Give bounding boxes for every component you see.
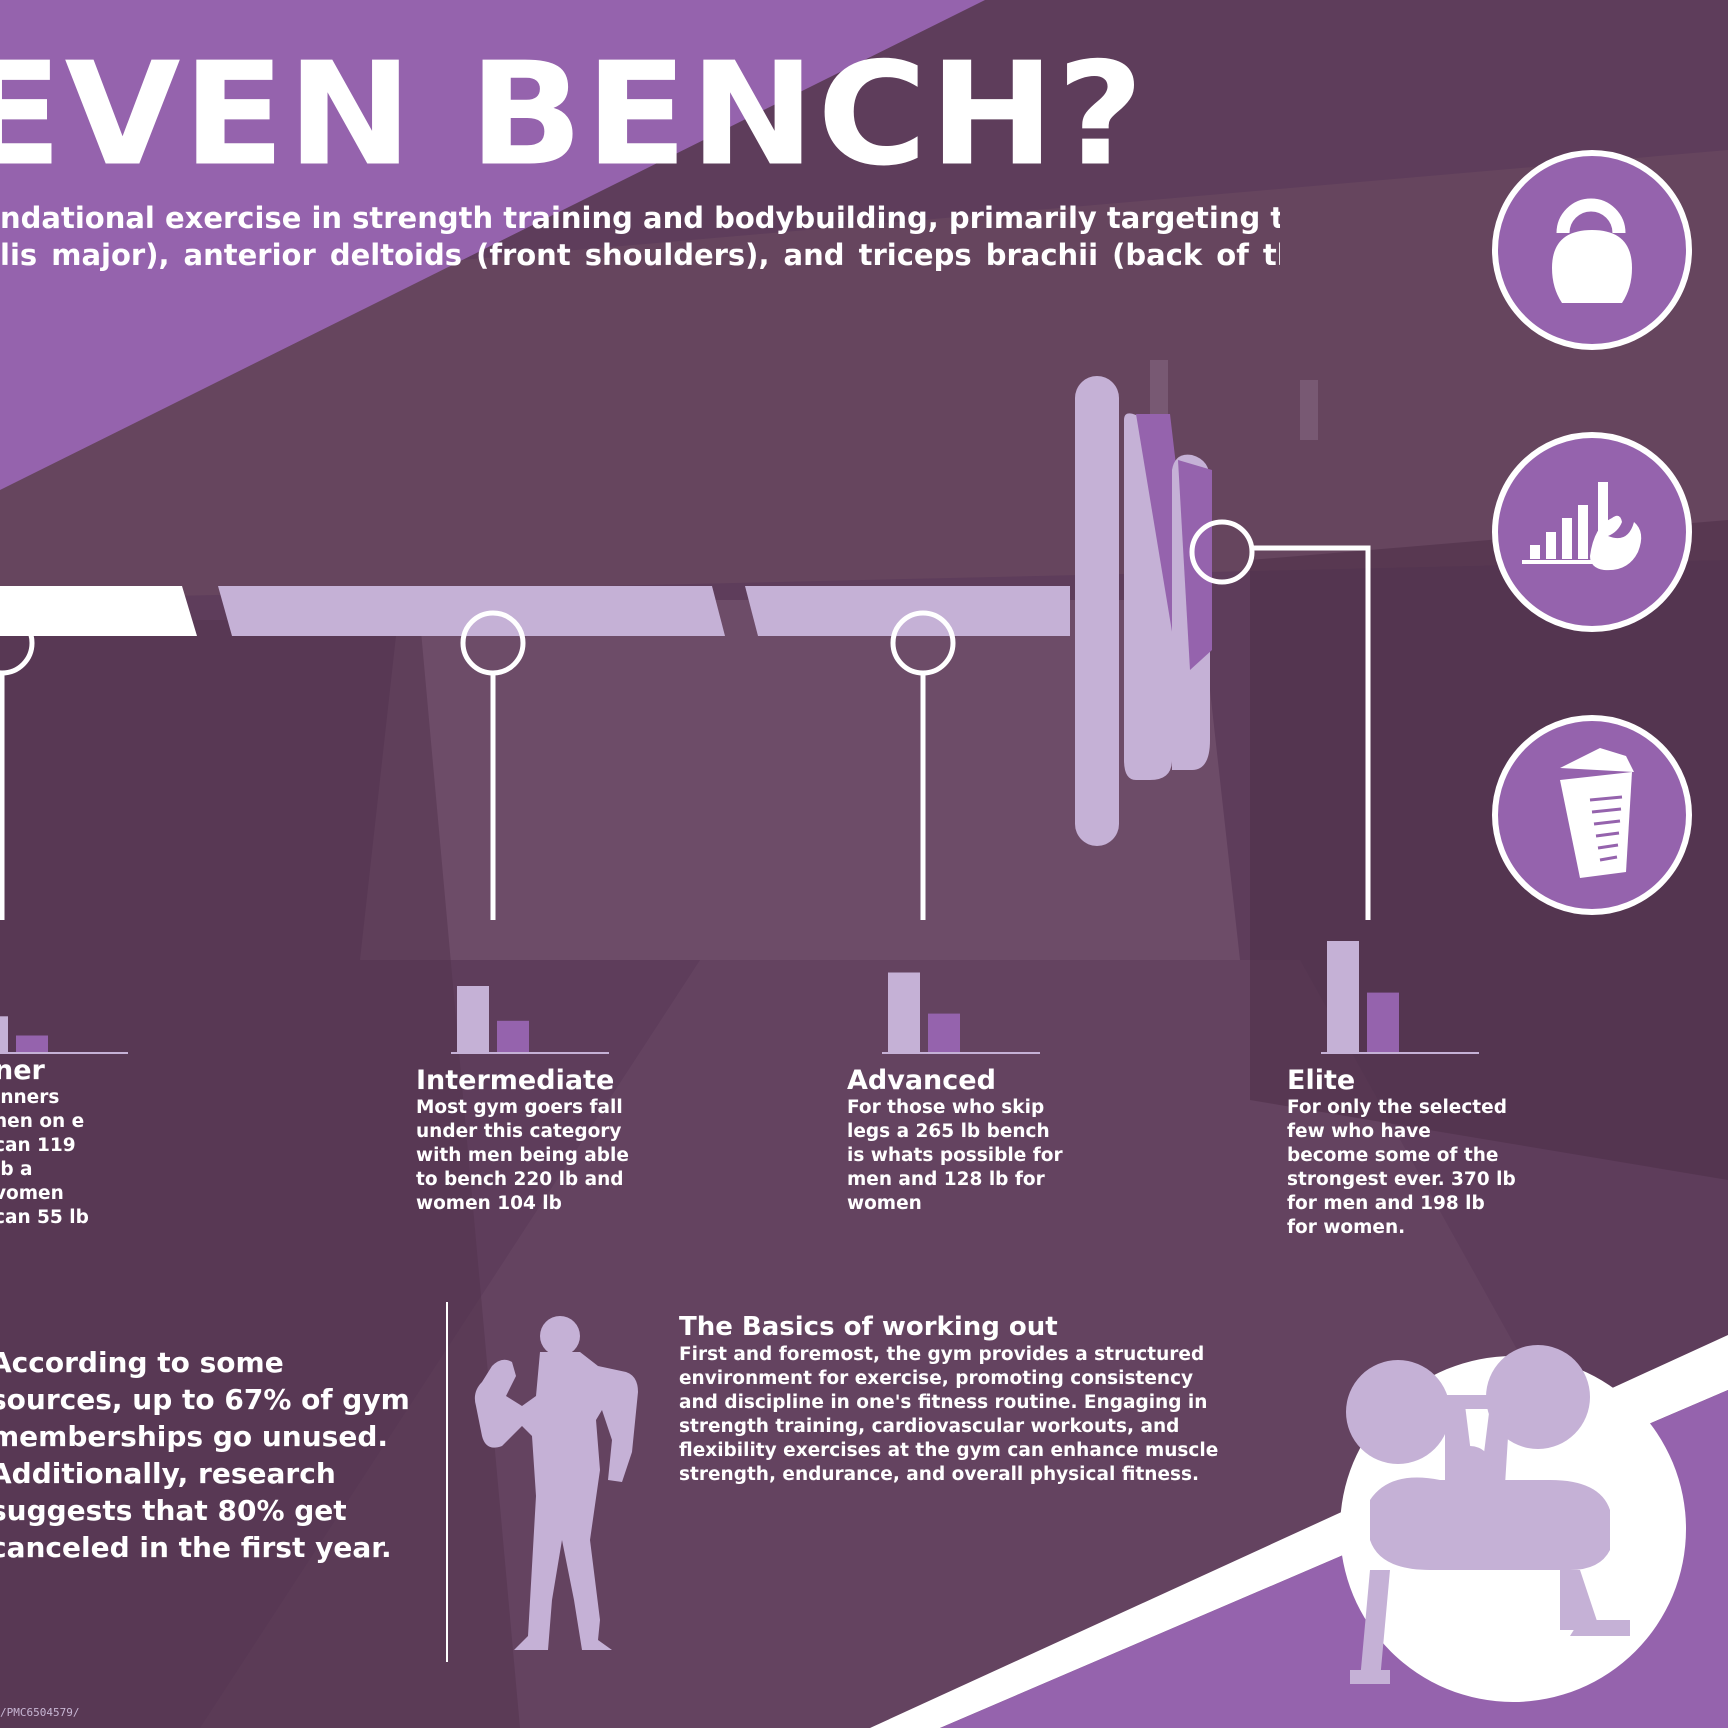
- chart-bar: [457, 986, 489, 1052]
- source-citation: /PMC6504579/: [0, 1706, 80, 1719]
- connector-line: [1252, 545, 1371, 920]
- bench-levels-chart: [0, 941, 1479, 1054]
- shaker-bottle-icon: [1492, 715, 1692, 915]
- basics-title: The Basics of working out: [679, 1312, 1058, 1342]
- level-title: ner: [0, 1055, 45, 1086]
- page-title: EVEN BENCH?: [0, 32, 1146, 198]
- intro-line: ndational exercise in strength training …: [0, 201, 1280, 235]
- chart-bar: [16, 1035, 48, 1052]
- level-beginner: ner inners nen on e can 119 lb a vomen c…: [0, 1056, 114, 1230]
- level-title: Elite: [1287, 1065, 1356, 1096]
- bodybuilder-icon: [474, 1316, 638, 1650]
- barbell-bar-segment: [0, 586, 197, 636]
- intro-text: ndational exercise in strength training …: [0, 200, 1280, 274]
- level-description: For only the selected few who have becom…: [1287, 1097, 1516, 1238]
- strength-progress-icon: [1492, 432, 1692, 632]
- chart-bar: [928, 1013, 960, 1052]
- barbell-bar-segment: [745, 586, 1070, 636]
- connector-circle: [1189, 519, 1255, 585]
- chart-bar: [0, 1016, 8, 1052]
- kettlebell-icon: [1492, 150, 1692, 350]
- level-description: inners nen on e can 119 lb a vomen can 5…: [0, 1087, 89, 1228]
- barbell-bar-segment: [218, 586, 725, 636]
- level-intermediate: Intermediate Most gym goers fall under t…: [416, 1066, 631, 1216]
- chart-bar: [1367, 992, 1399, 1052]
- chart-bar: [888, 972, 920, 1052]
- membership-stat: According to some sources, up to 67% of …: [0, 1346, 410, 1564]
- bench-press-icon: [1340, 1345, 1686, 1702]
- top-accent-band: [0, 0, 985, 490]
- basics-text: First and foremost, the gym provides a s…: [679, 1344, 1219, 1485]
- level-description: For those who skip legs a 265 lb bench i…: [847, 1097, 1063, 1214]
- level-description: Most gym goers fall under this category …: [416, 1097, 629, 1214]
- barbell-plate: [1075, 376, 1119, 846]
- level-elite: Elite For only the selected few who have…: [1287, 1066, 1517, 1240]
- level-title: Advanced: [847, 1065, 996, 1096]
- level-title: Intermediate: [416, 1065, 615, 1096]
- chart-bar: [497, 1020, 529, 1052]
- intro-line: lis major), anterior deltoids (front sho…: [0, 238, 1280, 272]
- chart-bar: [1327, 941, 1359, 1052]
- level-advanced: Advanced For those who skip legs a 265 l…: [847, 1066, 1072, 1216]
